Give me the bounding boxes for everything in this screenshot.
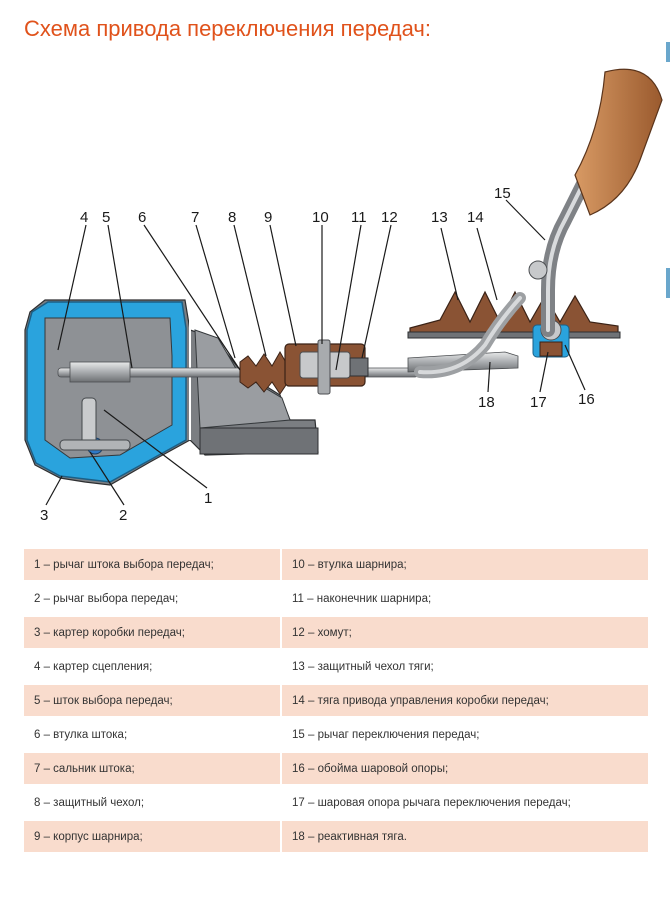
callout-13: 13 [431,209,448,226]
callout-1: 1 [204,490,212,507]
legend-table: 1 – рычаг штока выбора передач; 10 – вту… [22,546,650,855]
legend-cell: 9 – корпус шарнира; [24,821,280,852]
edge-marker-mid [666,268,670,298]
legend-cell: 7 – сальник штока; [24,753,280,784]
legend-row: 5 – шток выбора передач; 14 – тяга приво… [24,685,648,716]
callout-17: 17 [530,394,547,411]
callout-8: 8 [228,209,236,226]
legend-cell: 2 – рычаг выбора передач; [24,583,280,614]
legend-row: 1 – рычаг штока выбора передач; 10 – вту… [24,549,648,580]
page-title: Схема привода переключения передач: [24,16,431,41]
callout-18: 18 [478,394,495,411]
callout-16: 16 [578,391,595,408]
callout-labels: 4 5 6 7 8 9 10 11 12 13 14 15 1 2 3 18 1… [40,185,595,522]
joint-housing [284,339,369,395]
legend-row: 4 – картер сцепления; 13 – защитный чехо… [24,651,648,682]
callout-6: 6 [138,209,146,226]
legend-cell: 4 – картер сцепления; [24,651,280,682]
legend-cell: 11 – наконечник шарнира; [282,583,648,614]
callout-12: 12 [381,209,398,226]
legend-cell: 12 – хомут; [282,617,648,648]
legend-cell: 17 – шаровая опора рычага переключения п… [282,787,648,818]
legend-row: 6 – втулка штока; 15 – рычаг переключени… [24,719,648,750]
legend-row: 3 – картер коробки передач; 12 – хомут; [24,617,648,648]
callout-7: 7 [191,209,199,226]
legend-cell: 1 – рычаг штока выбора передач; [24,549,280,580]
legend-row: 7 – сальник штока; 16 – обойма шаровой о… [24,753,648,784]
gearbox-housing [24,299,319,486]
reaction-rod [407,292,526,379]
legend-row: 9 – корпус шарнира; 18 – реактивная тяга… [24,821,648,852]
edge-marker-top [666,42,670,62]
callout-15: 15 [494,185,511,202]
legend-cell: 14 – тяга привода управления коробки пер… [282,685,648,716]
callout-4: 4 [80,209,88,226]
legend-cell: 15 – рычаг переключения передач; [282,719,648,750]
callout-9: 9 [264,209,272,226]
legend-cell: 5 – шток выбора передач; [24,685,280,716]
legend-cell: 6 – втулка штока; [24,719,280,750]
legend-row: 2 – рычаг выбора передач; 11 – наконечни… [24,583,648,614]
legend-row: 8 – защитный чехол; 17 – шаровая опора р… [24,787,648,818]
legend-cell: 16 – обойма шаровой опоры; [282,753,648,784]
leader-lines [45,199,586,506]
legend-cell: 18 – реактивная тяга. [282,821,648,852]
callout-2: 2 [119,507,127,522]
gear-shift-diagram: 4 5 6 7 8 9 10 11 12 13 14 15 1 2 3 18 1… [24,68,663,522]
callout-10: 10 [312,209,329,226]
callout-3: 3 [40,507,48,522]
callout-5: 5 [102,209,110,226]
legend-cell: 3 – картер коробки передач; [24,617,280,648]
rod-boot [239,350,289,395]
shift-lever [528,68,663,337]
legend-cell: 10 – втулка шарнира; [282,549,648,580]
callout-11: 11 [351,209,367,226]
callout-14: 14 [467,209,484,226]
legend-cell: 13 – защитный чехол тяги; [282,651,648,682]
legend-cell: 8 – защитный чехол; [24,787,280,818]
